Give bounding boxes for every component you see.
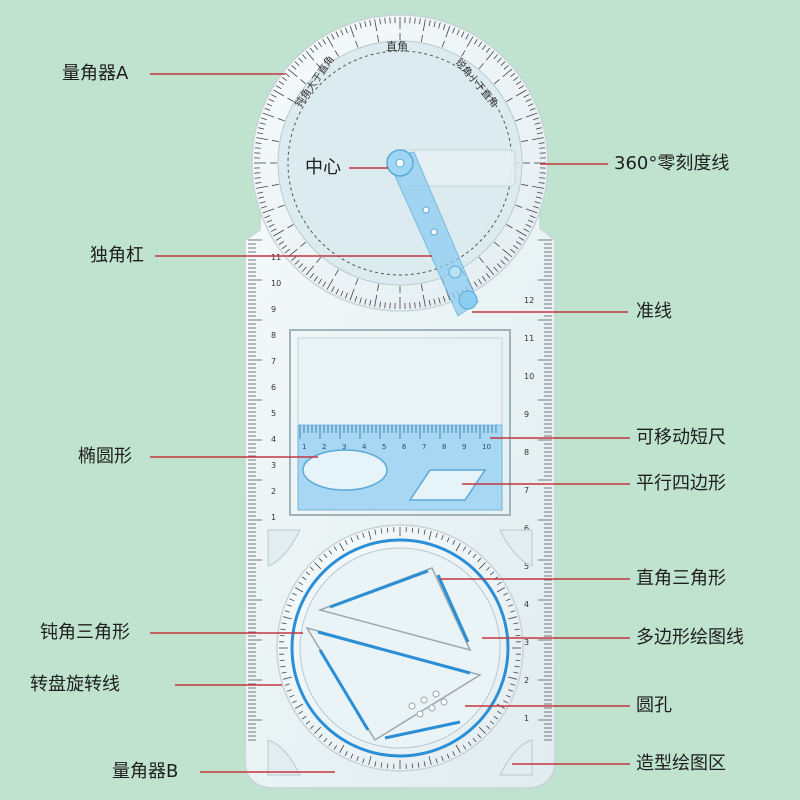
short-ruler-number: 9 [462,443,466,451]
obtuse-triangle-shape [305,626,482,742]
label-turntable-line: 转盘旋转线 [30,674,120,695]
ellipse-cutout [302,449,388,491]
window-frame [289,329,511,516]
left-side-ruler: 1 2 3 4 5 6 7 8 9 10 11 [248,239,281,741]
label-ellipse: 椭圆形 [78,446,132,467]
short-ruler-number: 1 [302,443,306,451]
right-ruler-number: 6 [524,524,529,533]
label-obtuse-triangle: 钝角三角形 [40,622,130,643]
right-ruler-number: 2 [524,676,529,685]
label-movable-ruler: 可移动短尺 [636,427,726,448]
right-ruler-number: 3 [524,638,529,647]
left-ruler-number: 3 [271,461,276,470]
label-center: 中心 [305,157,341,178]
right-angle-text: 直角 [386,39,408,53]
left-ruler-number: 5 [271,409,276,418]
left-ruler-number: 7 [271,357,276,366]
label-round-hole: 圆孔 [636,695,672,716]
right-ruler-number: 9 [524,410,529,419]
left-ruler-number: 10 [271,279,281,288]
right-ruler-number: 7 [524,486,529,495]
label-guide-line: 准线 [636,301,672,322]
label-right-triangle: 直角三角形 [636,568,726,589]
label-single-arm: 独角杠 [90,245,144,266]
right-ruler-number: 8 [524,448,529,457]
right-ruler-number: 4 [524,600,529,609]
left-ruler-number: 8 [271,331,276,340]
right-ruler-number: 10 [524,372,534,381]
movable-short-ruler[interactable]: 1 2 3 4 5 6 7 8 9 10 [297,424,503,511]
left-ruler-number: 1 [271,513,276,522]
turntable-ring[interactable] [290,538,510,758]
right-triangle-shape [317,567,472,652]
short-ruler-number: 2 [322,443,326,451]
left-ruler-number: 6 [271,383,276,392]
short-ruler-number: 7 [422,443,426,451]
callout-lines [150,73,630,773]
protractor-a-ticks [254,17,546,309]
left-ruler-number: 4 [271,435,276,444]
label-shape-area: 造型绘图区 [636,753,726,774]
right-side-ruler: 12 11 10 9 8 7 6 5 4 3 2 1 [524,239,552,741]
left-ruler-number: 11 [271,253,281,262]
left-ruler-number: 2 [271,487,276,496]
label-protractor-b: 量角器B [112,761,179,782]
protractor-b-ticks [279,527,521,769]
short-ruler-number: 8 [442,443,446,451]
label-parallelogram: 平行四边形 [636,473,726,494]
round-holes [408,690,448,718]
label-protractor-a: 量角器A [62,63,129,84]
right-ruler-number: 12 [524,296,534,305]
right-ruler-number: 5 [524,562,529,571]
short-ruler-number: 4 [362,443,367,451]
right-ruler-number: 11 [524,334,534,343]
left-ruler-number: 9 [271,305,276,314]
short-ruler-number: 10 [482,443,491,451]
label-zero-line: 360°零刻度线 [614,153,730,174]
short-ruler-number: 5 [382,443,386,451]
short-ruler-number: 6 [402,443,407,451]
label-polygon-line: 多边形绘图线 [636,627,744,648]
short-ruler-number: 3 [342,443,346,451]
single-arm-piece[interactable] [386,149,479,317]
right-ruler-number: 1 [524,714,529,723]
parallelogram-cutout [408,469,487,501]
